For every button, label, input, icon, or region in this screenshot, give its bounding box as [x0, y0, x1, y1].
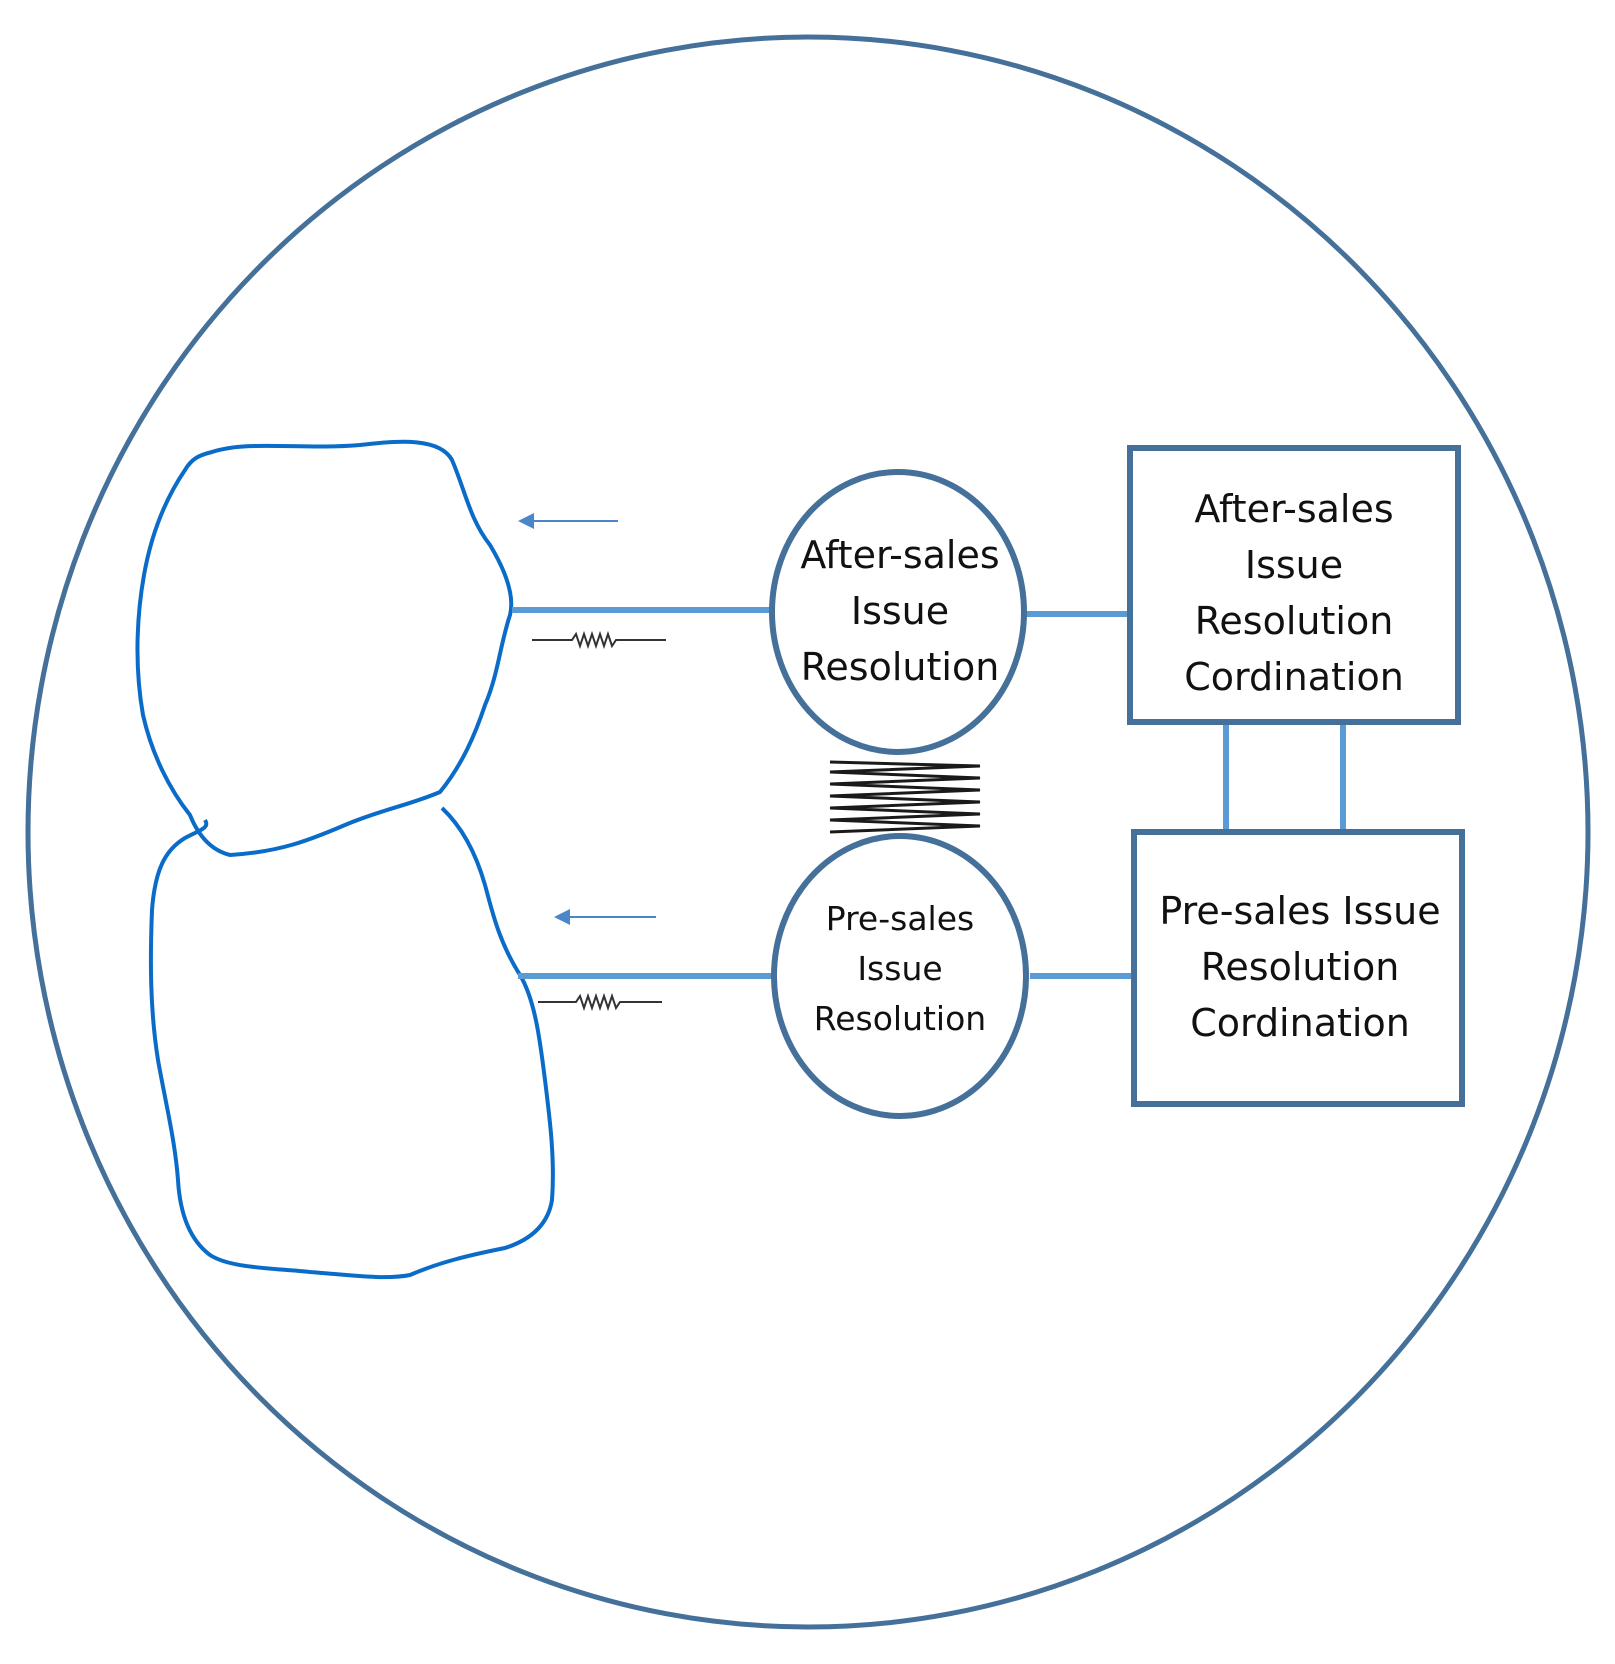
presales-box-line-3: Cordination: [1190, 1001, 1410, 1045]
aftersales-circle-line-1: After-sales: [800, 533, 999, 577]
outer-circle: [25, 34, 1591, 1630]
presales-resolution-circle: [771, 833, 1029, 1119]
upper-blob: [135, 439, 514, 857]
resistor-icon: [538, 992, 662, 1012]
presales-box-line-2: Resolution: [1201, 945, 1400, 989]
aftersales-box-line-2: Issue: [1245, 543, 1343, 587]
aftersales-circle-line-3: Resolution: [801, 645, 1000, 689]
presales-circle-line-2: Issue: [857, 949, 942, 988]
aftersales-coordination-box: [1127, 445, 1461, 725]
arrow-left-icon: [518, 513, 618, 529]
spring-icon: [829, 760, 981, 834]
aftersales-box-line-4: Cordination: [1184, 655, 1404, 699]
aftersales-resolution-circle: [769, 469, 1027, 755]
arrow-left-icon: [554, 909, 656, 925]
presales-circle-line-3: Resolution: [814, 999, 986, 1038]
presales-box-line-1: Pre-sales Issue: [1159, 889, 1440, 933]
lower-blob: [148, 806, 555, 1280]
resistor-icon: [532, 630, 666, 650]
aftersales-box-line-3: Resolution: [1195, 599, 1394, 643]
aftersales-circle-line-2: Issue: [851, 589, 949, 633]
presales-coordination-box: [1131, 829, 1465, 1107]
presales-circle-line-1: Pre-sales: [826, 899, 974, 938]
aftersales-box-line-1: After-sales: [1194, 487, 1393, 531]
